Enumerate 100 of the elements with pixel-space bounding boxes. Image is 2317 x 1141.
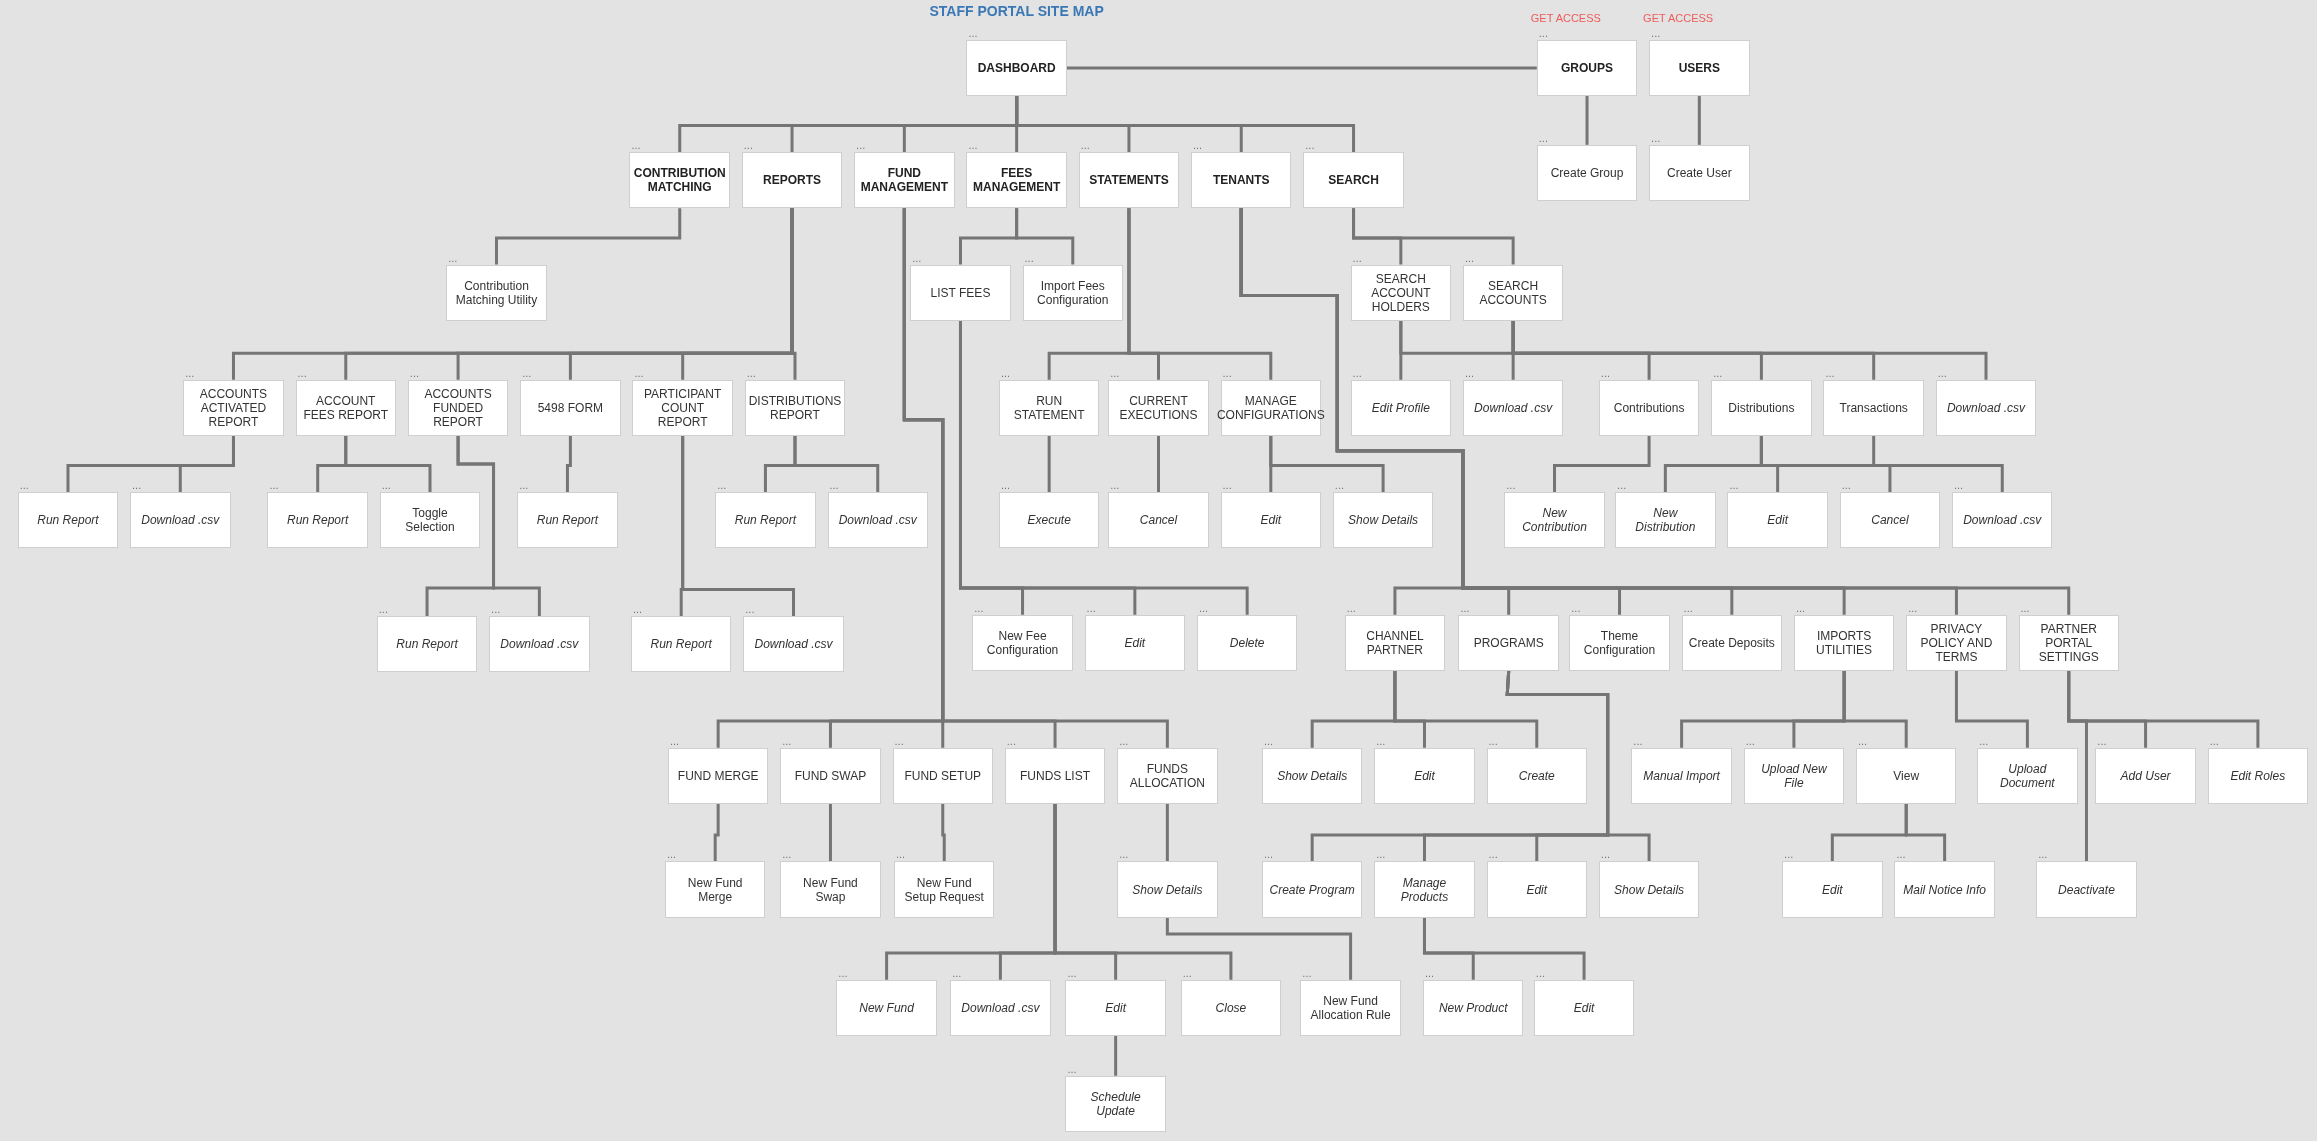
ellipsis-note: ... — [1488, 734, 1498, 747]
connector-line — [1511, 320, 1988, 380]
ellipsis-note: ... — [1571, 601, 1581, 614]
ellipsis-note: ... — [1795, 601, 1806, 614]
ellipsis-note: ... — [745, 603, 755, 616]
page-name: CURRENT EXECUTIONS — [1118, 393, 1199, 422]
connector-line — [1127, 208, 1273, 380]
page-name: ACCOUNTS ACTIVATED REPORT — [198, 386, 269, 429]
connector-line — [456, 435, 541, 617]
ellipsis-note: ... — [1464, 366, 1475, 379]
page-name: Download .csv — [1963, 513, 2042, 528]
page-name: Download .csv — [141, 513, 220, 528]
ellipsis-note: ... — [132, 479, 142, 492]
connector-line — [178, 435, 235, 493]
ellipsis-note: ... — [1263, 734, 1274, 747]
connector-line — [565, 435, 572, 493]
ellipsis-note: ... — [634, 366, 644, 379]
connector-line — [1399, 320, 1515, 380]
diagram-title: STAFF PORTAL SITE MAP — [929, 2, 1104, 19]
access-note: GET ACCESS — [1530, 11, 1601, 24]
page-name: Download .csv — [754, 637, 833, 652]
page-name: Add User — [2120, 768, 2171, 783]
ellipsis-note: ... — [1979, 734, 1989, 747]
page-name: Show Details — [1277, 768, 1348, 783]
page-name: 5498 FORM — [537, 400, 604, 415]
connector-line — [1904, 803, 1947, 862]
ellipsis-note: ... — [968, 26, 978, 39]
ellipsis-note: ... — [1000, 479, 1011, 492]
connector-line — [495, 208, 682, 265]
page-name: Execute — [1027, 513, 1071, 528]
page-name: View — [1893, 768, 1920, 783]
page-name: Upload Document — [1999, 761, 2056, 790]
ellipsis-note: ... — [912, 251, 922, 264]
page-name: Edit — [1526, 882, 1548, 897]
page-name: PROGRAMS — [1473, 635, 1544, 650]
section-title: DASHBOARD — [977, 60, 1056, 75]
section-title: SEARCH — [1328, 173, 1379, 188]
ellipsis-note: ... — [1506, 479, 1516, 492]
page-name: Show Details — [1348, 513, 1419, 528]
ellipsis-note: ... — [896, 848, 906, 861]
ellipsis-note: ... — [1841, 479, 1851, 492]
connector-line — [1954, 670, 2029, 748]
page-name: Import Fees Configuration — [1036, 278, 1110, 307]
page-name: Run Report — [396, 637, 458, 652]
ellipsis-note: ... — [829, 479, 839, 492]
connector-line — [1352, 208, 1515, 265]
page-name: Close — [1215, 1000, 1247, 1015]
ellipsis-note: ... — [666, 848, 677, 861]
ellipsis-note: ... — [1067, 1062, 1077, 1075]
page-name: Create — [1518, 768, 1555, 783]
page-name: Run Report — [536, 513, 599, 528]
page-name: Create Program — [1269, 882, 1355, 897]
ellipsis-note: ... — [782, 848, 792, 861]
ellipsis-note: ... — [856, 139, 866, 152]
page-name: RUN STATEMENT — [1012, 393, 1086, 422]
page-name: New Product — [1438, 1000, 1508, 1015]
ellipsis-note: ... — [1376, 734, 1386, 747]
page-name: SEARCH ACCOUNTS — [1478, 278, 1548, 307]
connector-line — [793, 435, 880, 493]
ellipsis-note: ... — [632, 603, 643, 616]
page-name: LIST FEES — [930, 285, 991, 300]
ellipsis-note: ... — [1080, 139, 1090, 152]
ellipsis-note: ... — [1198, 601, 1209, 614]
connector-line — [1015, 208, 1075, 265]
ellipsis-note: ... — [1086, 601, 1096, 614]
connector-line — [790, 208, 797, 380]
page-name: Edit — [1124, 635, 1146, 650]
page-name: Edit — [1573, 1000, 1595, 1015]
page-name: Download .csv — [838, 513, 917, 528]
page-name: Create Group — [1550, 165, 1624, 180]
ellipsis-note: ... — [381, 479, 391, 492]
connector-line — [1165, 803, 1169, 862]
ellipsis-note: ... — [1538, 26, 1548, 39]
page-name: MANAGE CONFIGURATIONS — [1216, 393, 1325, 422]
page-name: Download .csv — [961, 1000, 1040, 1015]
page-name: Schedule Update — [1089, 1089, 1142, 1118]
ellipsis-note: ... — [297, 366, 307, 379]
page-name: FUND SWAP — [794, 768, 867, 783]
ellipsis-note: ... — [894, 734, 904, 747]
connector-line — [1066, 66, 1537, 70]
ellipsis-note: ... — [974, 601, 984, 614]
page-name: Edit — [1414, 768, 1435, 783]
connector-line — [681, 435, 795, 617]
page-name: CHANNEL PARTNER — [1365, 628, 1425, 657]
ellipsis-note: ... — [1538, 131, 1548, 144]
page-name: New Fund — [859, 1000, 914, 1015]
ellipsis-note: ... — [1305, 139, 1315, 152]
ellipsis-note: ... — [2097, 734, 2107, 747]
page-name: Download .csv — [1474, 400, 1553, 415]
connector-line — [1423, 917, 1586, 980]
page-name: Edit Roles — [2230, 768, 2286, 783]
page-name: Contribution Matching Utility — [454, 278, 539, 307]
ellipsis-note: ... — [1302, 966, 1312, 979]
ellipsis-note: ... — [491, 603, 501, 616]
connector-line — [1393, 670, 1539, 748]
page-name: Create Deposits — [1688, 635, 1775, 650]
ellipsis-note: ... — [1713, 366, 1723, 379]
ellipsis-note: ... — [838, 966, 848, 979]
ellipsis-note: ... — [952, 966, 962, 979]
section-title: TENANTS — [1212, 173, 1270, 188]
